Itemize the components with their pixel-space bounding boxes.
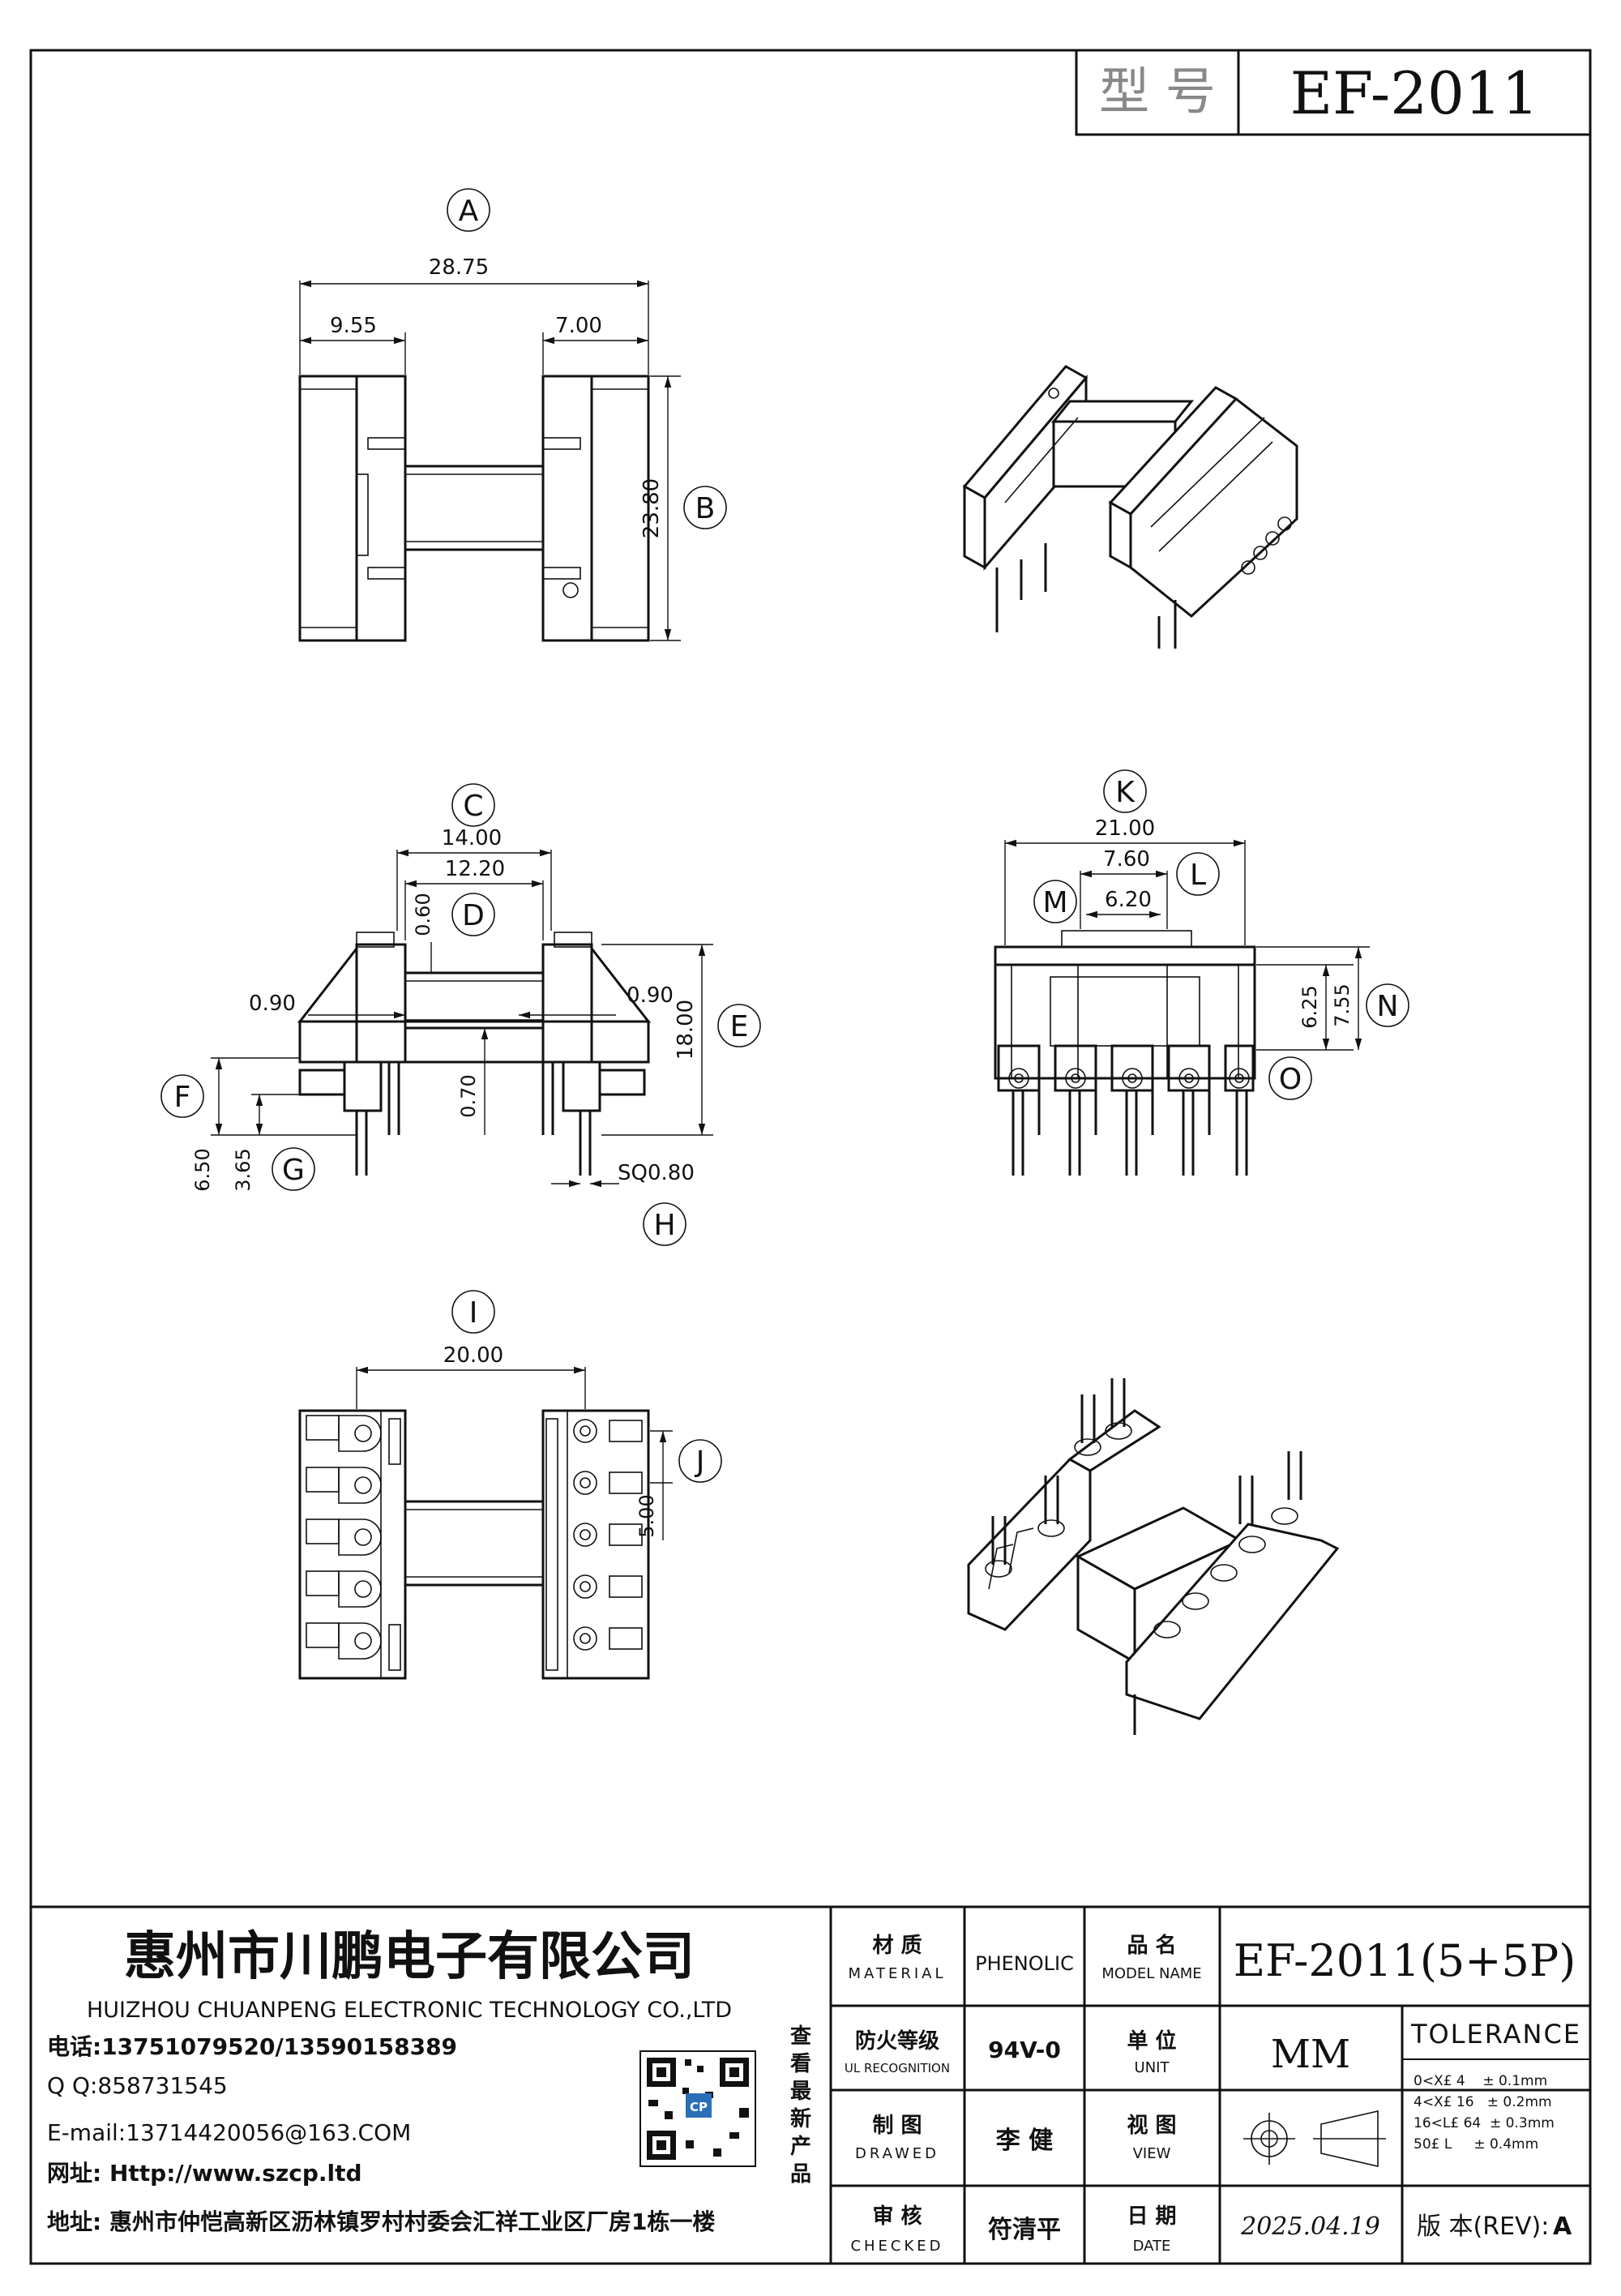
unit-value: MM xyxy=(1271,2032,1350,2077)
balloon-e: E xyxy=(730,1010,749,1043)
website: 网址: Http://www.szcp.ltd xyxy=(47,2160,362,2187)
tolerance-4: 50£ L ± 0.4mm xyxy=(1414,2136,1538,2152)
material-label-en: MATERIAL xyxy=(849,1965,947,1982)
dim-7-55: 7.55 xyxy=(1331,983,1354,1026)
model-name-label-en: MODEL NAME xyxy=(1101,1965,1201,1982)
isometric-view-top xyxy=(962,365,1298,649)
model-number: EF-2011 xyxy=(1290,59,1539,127)
phone: 电话:13751079520/13590158389 xyxy=(47,2033,457,2060)
title-block: 惠州市川鹏电子有限公司 HUIZHOU CHUANPENG ELECTRONIC… xyxy=(31,1905,1590,2264)
top-view: 28.75 9.55 7.00 23.80 A B xyxy=(298,188,727,642)
balloon-d: D xyxy=(462,899,485,932)
address: 地址: 惠州市仲恺高新区沥林镇罗村村委会汇祥工业区厂房1栋一楼 xyxy=(47,2208,715,2235)
dim-7-00: 7.00 xyxy=(555,314,602,338)
dim-6-20: 6.20 xyxy=(1105,888,1152,912)
bottom-view: 20.00 5.00 I J xyxy=(298,1290,722,1680)
revision-value: A xyxy=(1553,2212,1572,2241)
tolerance-2: 4<X£ 16 ± 0.2mm xyxy=(1414,2094,1552,2110)
dim-0-70: 0.70 xyxy=(457,1074,480,1117)
balloon-k: K xyxy=(1115,776,1136,809)
view-label-en: VIEW xyxy=(1133,2145,1171,2162)
unit-label-en: UNIT xyxy=(1135,2059,1170,2076)
dim-20-00: 20.00 xyxy=(443,1343,503,1368)
balloon-o: O xyxy=(1279,1063,1302,1096)
view-label-cn: 视 图 xyxy=(1127,2114,1176,2138)
dim-6-50: 6.50 xyxy=(191,1148,214,1191)
balloon-f: F xyxy=(174,1081,191,1114)
dim-28-75: 28.75 xyxy=(429,255,489,280)
unit-label-cn: 单 位 xyxy=(1127,2028,1176,2054)
balloon-h: H xyxy=(653,1209,675,1242)
balloon-c: C xyxy=(463,790,483,823)
dim-14-00: 14.00 xyxy=(442,826,502,850)
material-value: PHENOLIC xyxy=(975,1952,1074,1975)
balloon-j: J xyxy=(695,1446,705,1479)
balloon-a: A xyxy=(459,195,479,228)
company-name-en: HUIZHOU CHUANPENG ELECTRONIC TECHNOLOGY … xyxy=(87,1998,732,2023)
dim-5-00: 5.00 xyxy=(635,1494,658,1537)
qq: Q Q:858731545 xyxy=(47,2072,228,2099)
dim-0-90-right: 0.90 xyxy=(627,983,674,1008)
dim-12-20: 12.20 xyxy=(445,857,505,881)
dim-6-25: 6.25 xyxy=(1298,985,1321,1028)
drawn-label-en: DRAWED xyxy=(855,2145,939,2162)
qr-caption-text: 查看最新产品 xyxy=(790,2024,812,2187)
dim-0-90-left: 0.90 xyxy=(249,992,296,1016)
date-label-en: DATE xyxy=(1133,2238,1171,2255)
checked-label-cn: 审 核 xyxy=(872,2204,922,2229)
balloon-g: G xyxy=(282,1154,305,1187)
front-view: 14.00 12.20 0.60 0.90 0.90 18.00 0.70 6.… xyxy=(160,783,761,1246)
dim-9-55: 9.55 xyxy=(330,314,377,338)
fire-value: 94V-0 xyxy=(988,2037,1061,2063)
dim-7-60: 7.60 xyxy=(1103,847,1150,872)
tolerance-1: 0<X£ 4 ± 0.1mm xyxy=(1414,2073,1547,2089)
model-name-value: EF-2011(5+5P) xyxy=(1234,1935,1576,1986)
balloon-n: N xyxy=(1377,990,1399,1023)
model-name-label-cn: 品 名 xyxy=(1127,1933,1176,1958)
projection-symbol xyxy=(1243,2110,1386,2168)
qr-caption: 查看最新产品 xyxy=(790,2024,812,2187)
dim-18-00: 18.00 xyxy=(674,1000,698,1060)
header-model-box: 型 号 EF-2011 xyxy=(1075,49,1592,136)
fire-label-cn: 防火等级 xyxy=(855,2028,939,2054)
sheet-border xyxy=(29,49,1592,2265)
dim-3-65: 3.65 xyxy=(232,1148,254,1191)
checked-label-en: CHECKED xyxy=(850,2238,943,2255)
balloon-m: M xyxy=(1042,886,1067,919)
model-label: 型 号 xyxy=(1099,62,1216,121)
company-name-cn: 惠州市川鹏电子有限公司 xyxy=(124,1927,695,1987)
qr-logo: CP xyxy=(690,2100,708,2114)
dim-21-00: 21.00 xyxy=(1095,816,1155,841)
material-label-cn: 材 质 xyxy=(872,1934,922,1958)
side-view: 21.00 7.60 6.20 6.25 7.55 K L M N O xyxy=(994,769,1409,1176)
drawn-value: 李 健 xyxy=(996,2127,1053,2155)
revision-label: 版 本(REV): xyxy=(1417,2212,1549,2241)
date-value: 2025.04.19 xyxy=(1240,2212,1380,2241)
balloon-b: B xyxy=(695,492,716,525)
dim-sq-0-80: SQ0.80 xyxy=(618,1161,695,1185)
tolerance-title: TOLERANCE xyxy=(1410,2019,1581,2050)
drawn-label-cn: 制 图 xyxy=(872,2114,922,2138)
dim-23-80: 23.80 xyxy=(639,478,664,538)
date-label-cn: 日 期 xyxy=(1127,2204,1176,2229)
balloon-i: I xyxy=(469,1296,478,1330)
fire-label-en: UL RECOGNITION xyxy=(845,2061,950,2075)
qr-code: CP xyxy=(639,2050,756,2167)
email: E-mail:13714420056@163.COM xyxy=(47,2119,411,2146)
dim-0-60: 0.60 xyxy=(412,893,434,936)
isometric-view-bottom xyxy=(967,1378,1340,1735)
balloon-l: L xyxy=(1190,859,1206,892)
tolerance-3: 16<L£ 64 ± 0.3mm xyxy=(1414,2115,1555,2131)
checked-value: 符清平 xyxy=(988,2216,1061,2244)
